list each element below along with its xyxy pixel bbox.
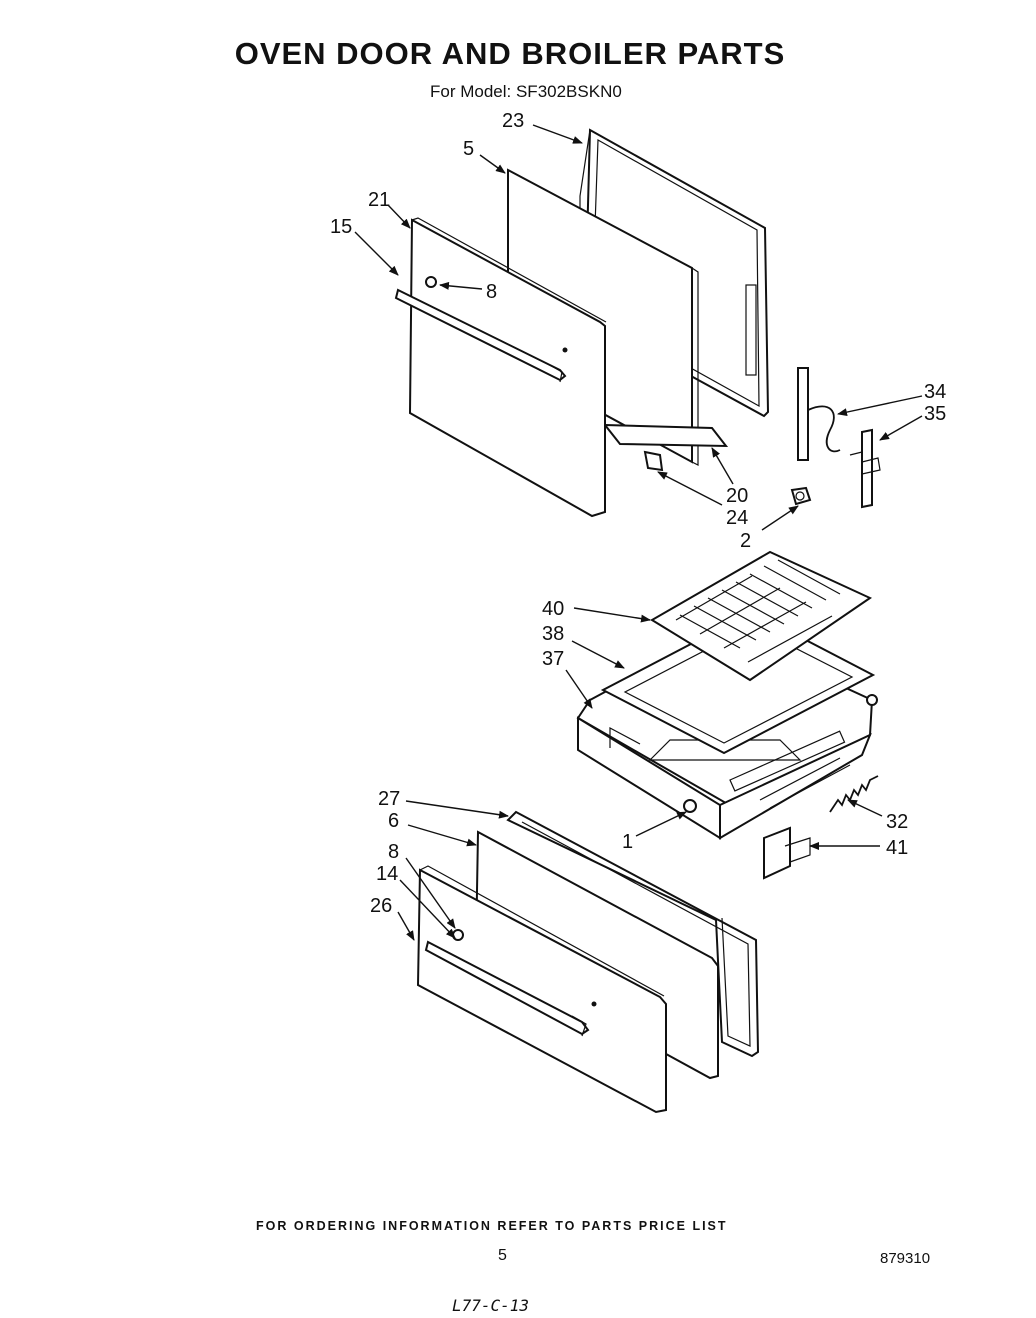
- ordering-footer: FOR ORDERING INFORMATION REFER TO PARTS …: [256, 1219, 728, 1233]
- callout-6: 6: [388, 810, 399, 832]
- callout-8-top: 8: [486, 281, 497, 303]
- part-34-hinge: [797, 367, 841, 461]
- part-35-hinge-arm: [849, 428, 881, 509]
- page-number: 5: [498, 1247, 507, 1264]
- callout-leaders: [354, 124, 923, 941]
- callout-15: 15: [330, 216, 352, 238]
- callout-27: 27: [378, 788, 400, 810]
- callout-41: 41: [886, 837, 908, 859]
- model-subtitle: For Model: SF302BSKN0: [430, 82, 622, 101]
- part-41-bracket: [763, 826, 811, 880]
- callout-8-bottom: 8: [388, 841, 399, 863]
- part-26-broiler-outer-door: [416, 865, 667, 1114]
- callout-32: 32: [886, 811, 908, 833]
- callout-5: 5: [463, 138, 474, 160]
- callout-23: 23: [502, 110, 524, 132]
- page-title-text: OVEN DOOR AND BROILER PARTS: [234, 36, 786, 71]
- callout-34: 34: [924, 381, 946, 403]
- callout-37: 37: [542, 648, 564, 670]
- callout-40: 40: [542, 598, 564, 620]
- callout-26: 26: [370, 895, 392, 917]
- part-14-broiler-handle: [424, 929, 597, 1037]
- callout-38: 38: [542, 623, 564, 645]
- callout-2: 2: [740, 530, 751, 552]
- part-15-door-handle: [394, 276, 568, 383]
- part-21-outer-door: [408, 217, 607, 518]
- callout-24: 24: [726, 507, 748, 529]
- part-40-broiler-grid: [650, 550, 873, 682]
- handwritten-note: L77-C-13: [452, 1296, 530, 1315]
- part-32-spring: [829, 775, 879, 813]
- callout-35: 35: [924, 403, 946, 425]
- callout-1: 1: [622, 831, 633, 853]
- document-number: 879310: [880, 1250, 931, 1267]
- part-2-screw: [790, 486, 812, 506]
- part-20-24-door-bottom-channel: [602, 423, 729, 472]
- page-title: OVEN DOOR AND BROILER PARTS: [0, 36, 1036, 72]
- part-27-broiler-door-frame: [506, 810, 760, 1058]
- callout-21: 21: [368, 189, 390, 211]
- callout-14: 14: [376, 863, 398, 885]
- callout-20: 20: [726, 485, 748, 507]
